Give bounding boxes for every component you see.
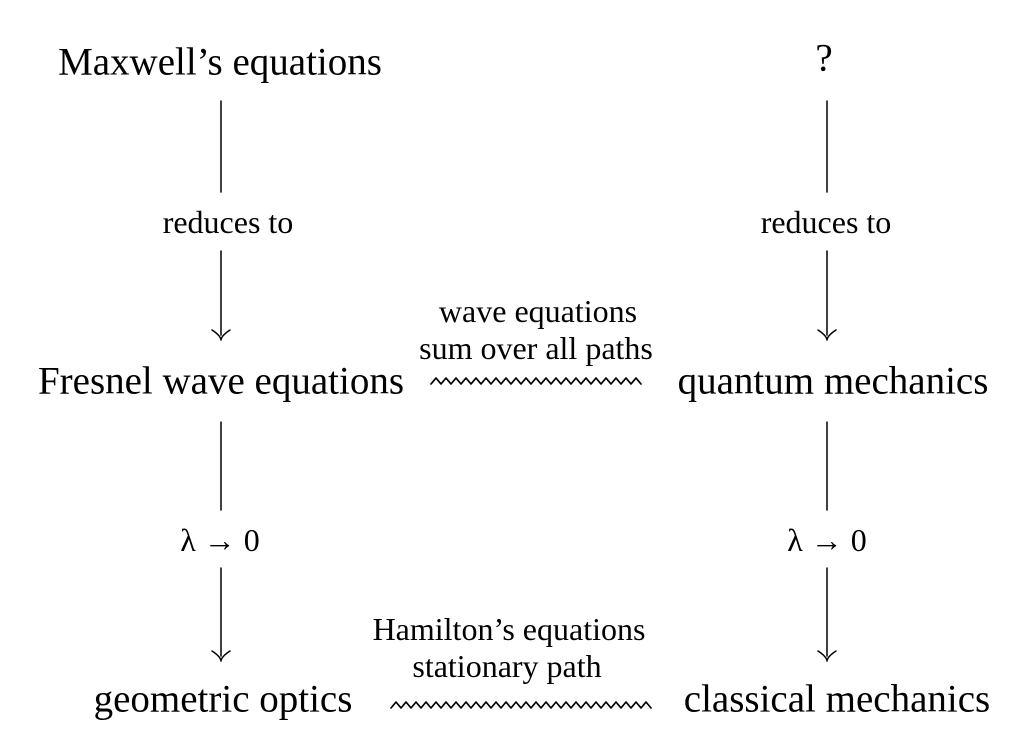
arrow-head-icon xyxy=(817,650,837,662)
node-geometric-optics: geometric optics xyxy=(93,677,353,721)
arrow-head-icon xyxy=(211,650,231,662)
edge-label-reduces-to-left: reduces to xyxy=(162,204,294,240)
node-quantum-mechanics: quantum mechanics xyxy=(677,359,989,403)
label-hamiltons-equations: Hamilton’s equations xyxy=(372,611,646,647)
wavy-connector-fresnel-quantum xyxy=(430,377,642,385)
label-sum-over-all-paths: sum over all paths xyxy=(419,330,653,366)
edge-label-lambda-to-zero-left: λ → 0 xyxy=(180,522,260,558)
node-question-mark: ? xyxy=(815,36,833,80)
node-classical-mechanics: classical mechanics xyxy=(683,677,991,721)
label-wave-equations: wave equations xyxy=(438,293,638,329)
node-fresnel-wave-equations: Fresnel wave equations xyxy=(37,359,405,403)
arrow-head-icon xyxy=(211,329,231,341)
arrow-head-icon xyxy=(817,329,837,341)
edge-label-lambda-to-zero-right: λ → 0 xyxy=(787,522,867,558)
wavy-connector-geometric-classical xyxy=(390,701,652,709)
label-stationary-path: stationary path xyxy=(412,648,602,684)
edge-label-reduces-to-right: reduces to xyxy=(760,204,892,240)
node-maxwell-equations: Maxwell’s equations xyxy=(58,40,382,84)
